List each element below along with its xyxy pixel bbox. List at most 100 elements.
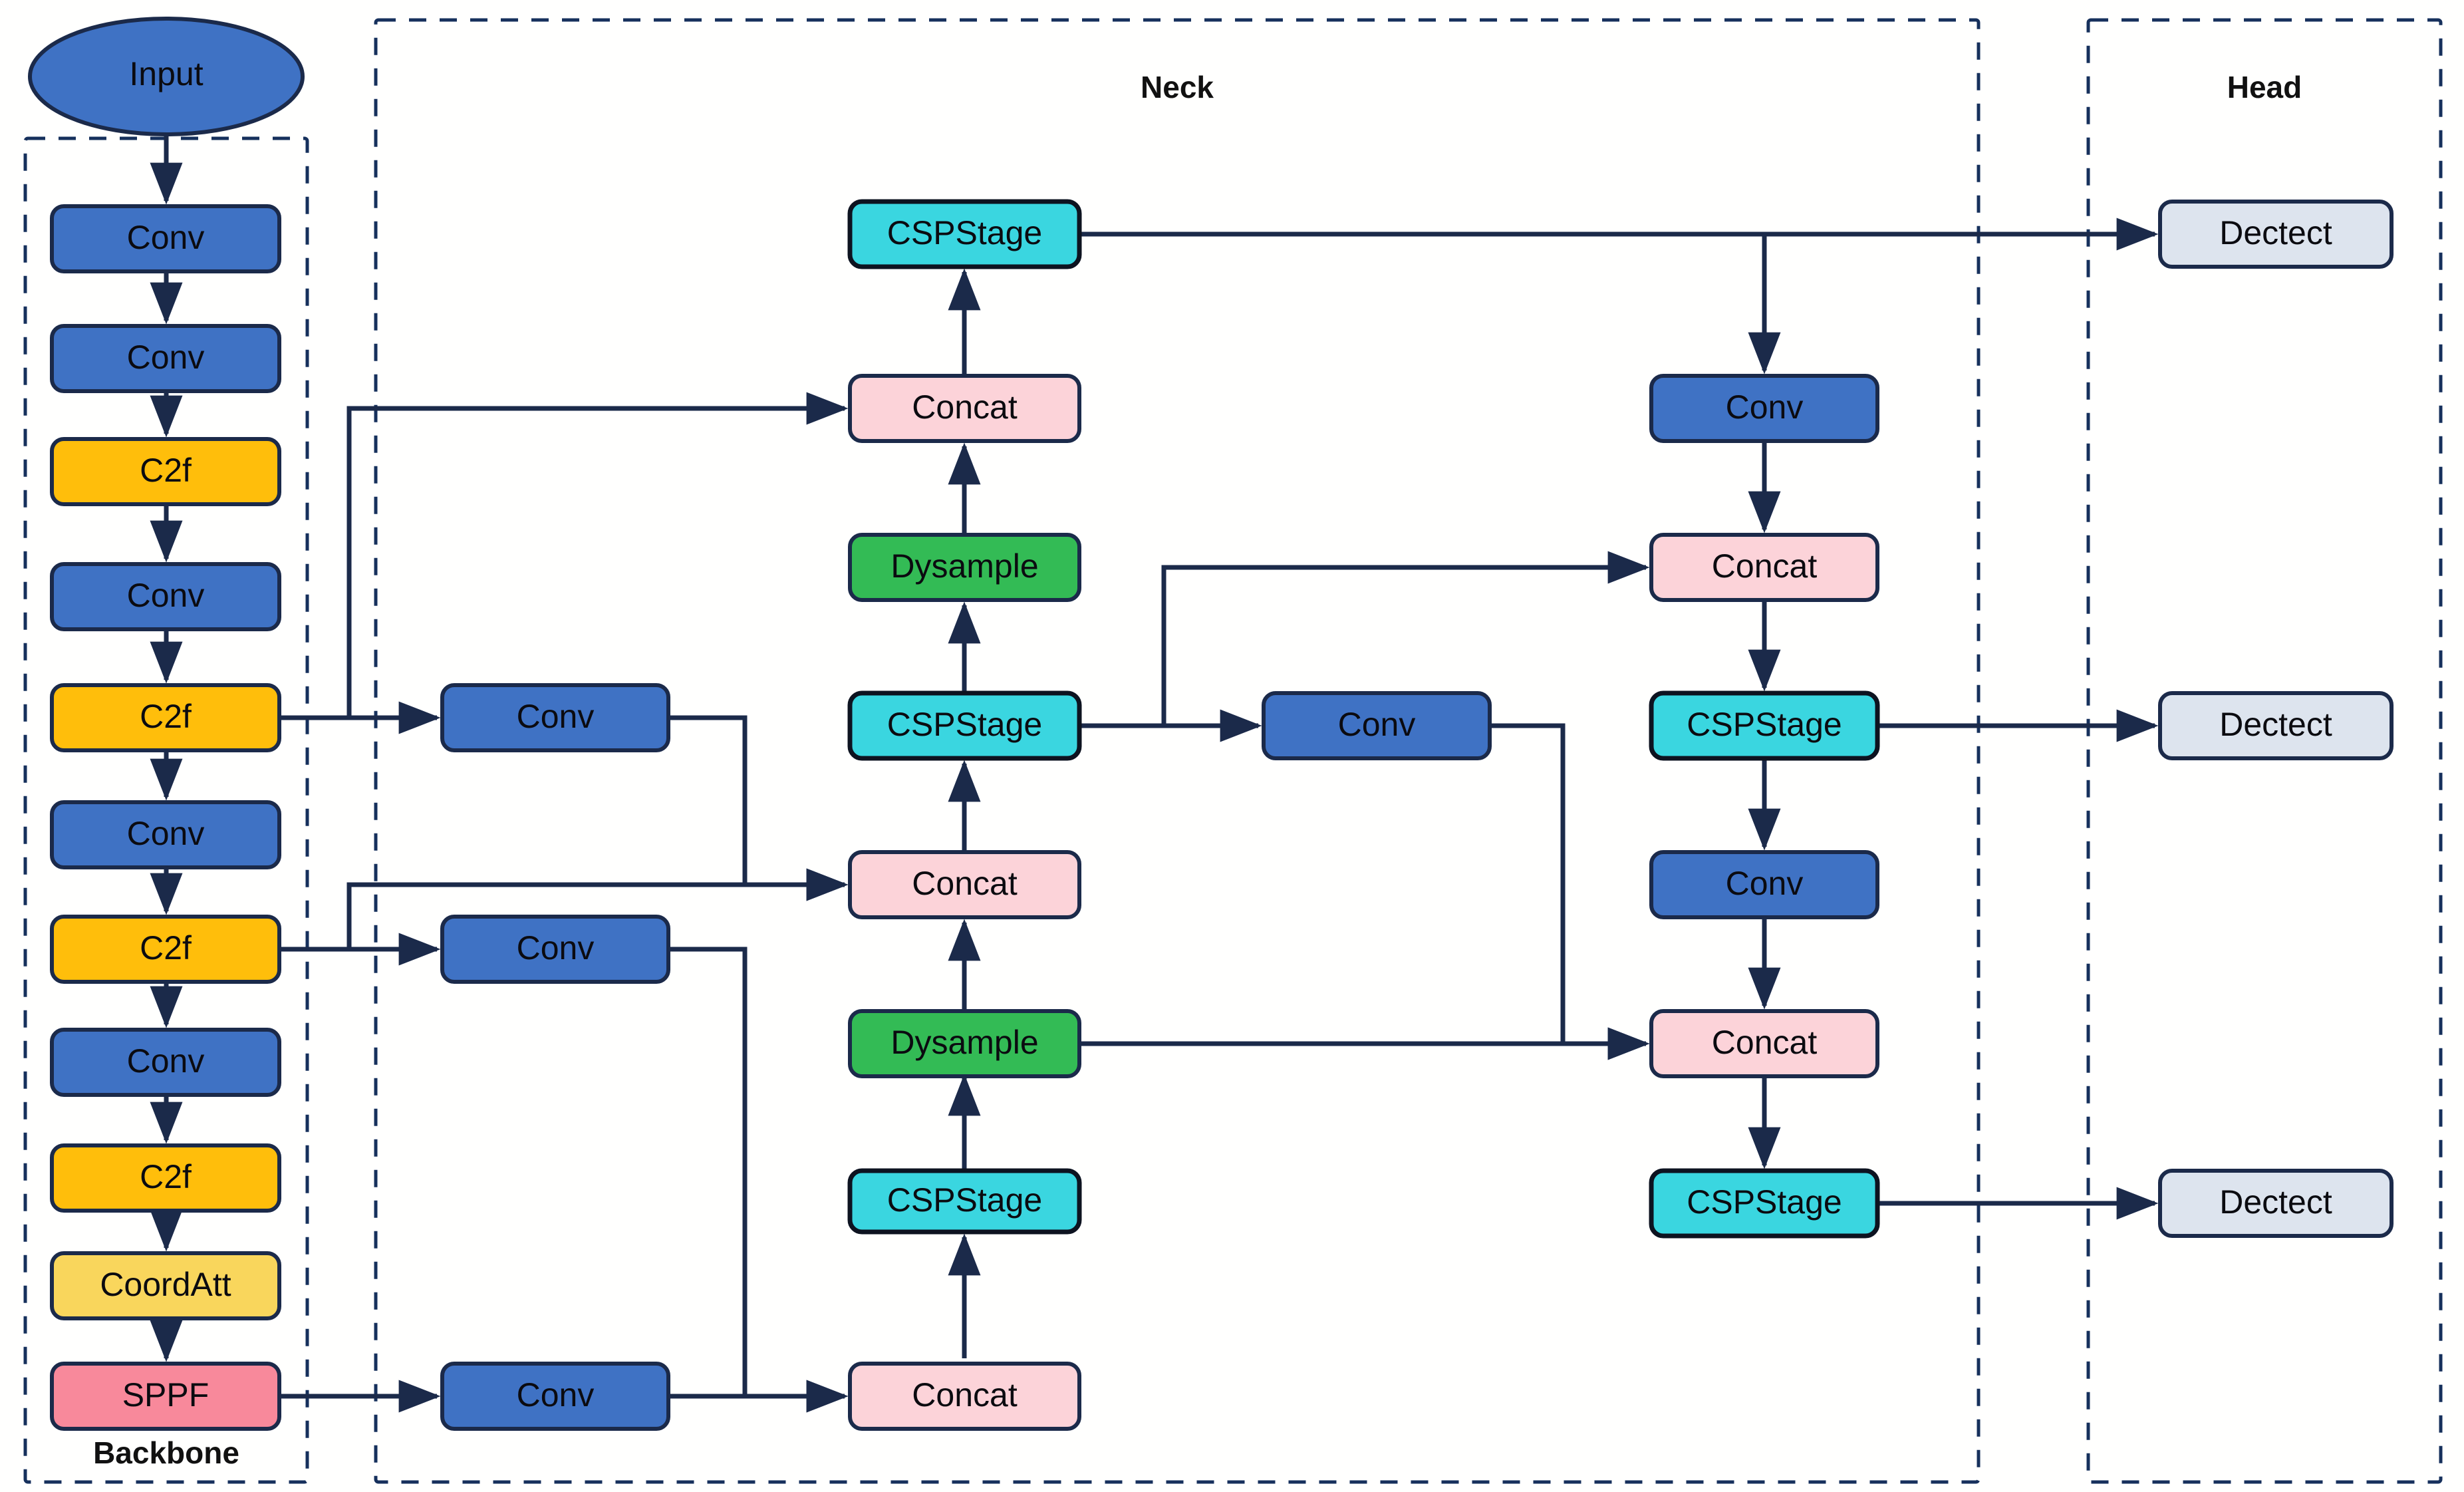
node-bb_c2f1[interactable]: C2f (50, 437, 281, 506)
node-shape-bb_sppf (50, 1362, 281, 1431)
node-shape-nk_conv_c (440, 1362, 670, 1431)
node-nk_csp_mid[interactable]: CSPStage (847, 690, 1082, 761)
node-nk_conv_d[interactable]: Conv (1262, 691, 1492, 760)
node-bb_c2f3[interactable]: C2f (50, 915, 281, 984)
edge-nk_conv_d-to-nk_cat_5 (1490, 723, 1650, 1060)
edge-bb_c2f2-to-nk_cat_1 (279, 392, 849, 720)
node-shape-nk_dys_1 (848, 533, 1081, 602)
node-label-hd_det_2: Dectect (2219, 706, 2332, 743)
node-bb_conv5[interactable]: Conv (50, 1028, 281, 1097)
node-nk_csp_top[interactable]: CSPStage (847, 199, 1082, 269)
node-label-nk_conv_e: Conv (1726, 388, 1804, 426)
connector-edges (150, 134, 2159, 1413)
node-label-nk_csp_top: CSPStage (887, 214, 1042, 251)
group-labels: Backbone Neck Head (93, 70, 2302, 1470)
node-label-nk_cat_2: Concat (912, 865, 1018, 902)
node-bb_c2f2[interactable]: C2f (50, 683, 281, 752)
node-shape-hd_det_1 (2158, 200, 2394, 269)
node-nk_csp_r2[interactable]: CSPStage (1649, 1168, 1880, 1239)
node-shape-bb_conv4 (50, 800, 281, 869)
node-label-nk_conv_a: Conv (517, 698, 595, 735)
node-boxes: InputConvConvC2fConvC2fConvC2fConvC2fCoo… (28, 17, 2394, 1431)
node-label-nk_conv_f: Conv (1726, 865, 1804, 902)
node-shape-bb_c2f2 (50, 683, 281, 752)
group-box-head (2086, 18, 2443, 1484)
group-boxes (23, 18, 2443, 1484)
node-label-bb_c2f3: C2f (140, 929, 192, 967)
node-label-nk_cat_1: Concat (912, 388, 1018, 426)
node-shape-bb_c2f4 (50, 1143, 281, 1213)
node-label-nk_dys_1: Dysample (890, 547, 1038, 585)
node-label-nk_dys_2: Dysample (890, 1024, 1038, 1061)
node-shape-bb_coordatt (50, 1251, 281, 1320)
node-bb_conv2[interactable]: Conv (50, 324, 281, 393)
edge-nk_conv_b-to-nk_cat_3 (668, 947, 849, 1413)
node-hd_det_3[interactable]: Dectect (2158, 1169, 2394, 1238)
node-bb_c2f4[interactable]: C2f (50, 1143, 281, 1213)
node-shape-nk_cat_1 (848, 374, 1081, 443)
node-nk_cat_5[interactable]: Concat (1649, 1009, 1879, 1078)
node-bb_conv3[interactable]: Conv (50, 562, 281, 631)
group-label-head: Head (2227, 70, 2302, 104)
node-bb_sppf[interactable]: SPPF (50, 1362, 281, 1431)
node-nk_csp_r1[interactable]: CSPStage (1649, 690, 1880, 761)
node-bb_conv1[interactable]: Conv (50, 204, 281, 273)
group-box-neck (374, 18, 1981, 1484)
node-shape-bb_conv2 (50, 324, 281, 393)
node-shape-nk_conv_a (440, 683, 670, 752)
node-shape-nk_csp_top (847, 199, 1082, 269)
node-label-bb_conv2: Conv (127, 339, 205, 376)
node-shape-nk_cat_3 (848, 1362, 1081, 1431)
node-shape-bb_c2f1 (50, 437, 281, 506)
node-shape-nk_conv_d (1262, 691, 1492, 760)
node-nk_conv_e[interactable]: Conv (1649, 374, 1879, 443)
node-nk_cat_1[interactable]: Concat (848, 374, 1081, 443)
node-label-nk_cat_5: Concat (1712, 1024, 1818, 1061)
node-bb_coordatt[interactable]: CoordAtt (50, 1251, 281, 1320)
node-hd_det_1[interactable]: Dectect (2158, 200, 2394, 269)
node-label-nk_conv_c: Conv (517, 1376, 595, 1414)
node-shape-nk_cat_5 (1649, 1009, 1879, 1078)
node-label-hd_det_3: Dectect (2219, 1183, 2332, 1221)
node-label-nk_conv_b: Conv (517, 929, 595, 967)
node-shape-nk_csp_bot (847, 1168, 1082, 1235)
node-nk_cat_2[interactable]: Concat (848, 850, 1081, 919)
node-input[interactable]: Input (28, 17, 305, 136)
node-nk_conv_a[interactable]: Conv (440, 683, 670, 752)
node-shape-nk_cat_4 (1649, 533, 1879, 602)
node-nk_cat_4[interactable]: Concat (1649, 533, 1879, 602)
node-label-bb_c2f2: C2f (140, 698, 192, 735)
node-label-bb_conv4: Conv (127, 815, 205, 852)
group-label-neck: Neck (1141, 70, 1214, 104)
node-hd_det_2[interactable]: Dectect (2158, 691, 2394, 760)
node-nk_cat_3[interactable]: Concat (848, 1362, 1081, 1431)
node-label-nk_cat_3: Concat (912, 1376, 1018, 1414)
node-label-bb_conv3: Conv (127, 577, 205, 614)
node-label-hd_det_1: Dectect (2219, 214, 2332, 251)
node-label-bb_conv1: Conv (127, 219, 205, 256)
group-label-backbone: Backbone (93, 1435, 239, 1470)
node-bb_conv4[interactable]: Conv (50, 800, 281, 869)
node-shape-bb_conv1 (50, 204, 281, 273)
node-nk_csp_bot[interactable]: CSPStage (847, 1168, 1082, 1235)
node-nk_conv_c[interactable]: Conv (440, 1362, 670, 1431)
node-label-bb_c2f4: C2f (140, 1158, 192, 1195)
node-nk_dys_2[interactable]: Dysample (848, 1009, 1081, 1078)
node-label-nk_cat_4: Concat (1712, 547, 1818, 585)
node-nk_dys_1[interactable]: Dysample (848, 533, 1081, 602)
node-nk_conv_f[interactable]: Conv (1649, 850, 1879, 919)
node-label-nk_csp_r1: CSPStage (1687, 706, 1842, 743)
node-label-nk_conv_d: Conv (1338, 706, 1416, 743)
node-shape-input (28, 17, 305, 136)
node-shape-bb_conv3 (50, 562, 281, 631)
node-label-bb_coordatt: CoordAtt (100, 1266, 231, 1303)
node-shape-bb_conv5 (50, 1028, 281, 1097)
node-shape-nk_conv_e (1649, 374, 1879, 443)
node-shape-bb_c2f3 (50, 915, 281, 984)
node-shape-hd_det_3 (2158, 1169, 2394, 1238)
node-label-input: Input (129, 55, 203, 92)
node-label-bb_sppf: SPPF (122, 1376, 209, 1414)
node-nk_conv_b[interactable]: Conv (440, 915, 670, 984)
